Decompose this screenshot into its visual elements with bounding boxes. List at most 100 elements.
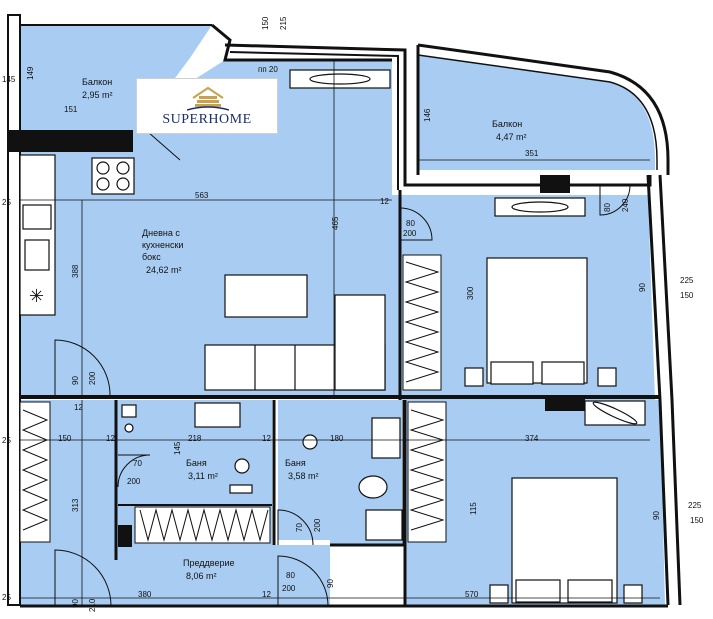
column-left-top (8, 130, 133, 152)
dishwasher (22, 204, 52, 230)
bed-1-side-l (464, 367, 484, 387)
living-name-1: Дневна с (142, 228, 180, 238)
dim-200e: 200 (282, 584, 296, 593)
dim-25b: 25 (2, 436, 11, 445)
hob-ring-4 (116, 177, 130, 191)
dim-374: 374 (525, 434, 539, 443)
window-top-sash (309, 73, 371, 85)
bath1-valve (121, 404, 137, 418)
dim-90d: 90 (71, 599, 80, 608)
dim-240: 240 (621, 198, 630, 212)
dim-12b: 12 (74, 403, 83, 412)
hob-ring-3 (96, 177, 110, 191)
bath1-sink (194, 402, 241, 428)
dim-115: 115 (469, 502, 478, 515)
dim-380: 380 (138, 590, 152, 599)
dim-313: 313 (71, 498, 80, 512)
dim-215-top: 215 (279, 16, 288, 30)
dim-80c: 80 (603, 203, 612, 212)
hob-ring-2 (116, 161, 130, 175)
superhome-logo: SUPERHOME (136, 78, 278, 134)
bed-1-pillow-l (490, 361, 534, 385)
dim-12e: 12 (262, 590, 271, 599)
dim-563: 563 (195, 191, 209, 200)
living-furniture (204, 274, 386, 391)
doors (54, 104, 631, 607)
balcony-right-rail-inner (417, 54, 658, 170)
hall-fill (20, 400, 330, 605)
balcony-right-rail (417, 43, 670, 175)
dim-351: 351 (525, 149, 539, 158)
hob-ring-1 (96, 161, 110, 175)
bath2-shower (302, 434, 318, 450)
door-balcony-right (599, 184, 631, 216)
column-top-right (540, 175, 570, 193)
living-name-2: кухненски (142, 240, 183, 250)
dim-149: 149 (26, 66, 35, 80)
dim-300: 300 (466, 286, 475, 300)
dim-pp20: пп 20 (258, 65, 278, 74)
dim-12c: 12 (106, 434, 115, 443)
top-outer-wall (224, 43, 652, 187)
bath2-name: Баня (285, 458, 306, 468)
bath2-sink (371, 417, 401, 459)
dim-146: 146 (423, 108, 432, 122)
dim-465: 465 (331, 216, 340, 230)
bed-2-pillow-l (515, 579, 561, 603)
column-mid-right (545, 395, 585, 411)
sink (24, 239, 50, 271)
dim-90e: 90 (652, 511, 661, 520)
bed-1-pillow-r (541, 361, 585, 385)
bath1-valve-knob (124, 423, 134, 433)
dining-table (224, 274, 308, 318)
bath2-tub (365, 509, 403, 541)
balcony-right-fill (418, 55, 655, 170)
dim-570: 570 (465, 590, 479, 599)
bath1-toilet-cistern (229, 484, 253, 494)
dim-388: 388 (71, 264, 80, 278)
dimension-numbers: 150 215 149 151 145 пп 20 146 351 563 12… (2, 16, 704, 612)
windows (289, 69, 646, 426)
dim-225a: 225 (680, 276, 694, 285)
wardrobe-hall-left-hatch (21, 409, 49, 531)
bath1-shower (234, 458, 250, 474)
dim-200a: 200 (403, 229, 417, 238)
dim-150b: 150 (58, 434, 72, 443)
balcony-left-name: Балкон (82, 77, 112, 87)
dim-225b: 225 (688, 501, 702, 510)
dim-25c: 25 (2, 593, 11, 602)
dimension-lines (20, 60, 660, 605)
dim-90a: 90 (71, 376, 80, 385)
wardrobe-bedroom1-hatch (404, 261, 440, 383)
balcony-right-area: 4,47 m² (496, 132, 527, 142)
dim-70a: 70 (133, 459, 142, 468)
dim-200b: 200 (88, 371, 97, 385)
door-hall-living (54, 339, 111, 396)
dim-80a: 80 (406, 219, 415, 228)
balcony-right-name: Балкон (492, 119, 522, 129)
sofa-side (334, 294, 386, 391)
dim-151: 151 (64, 105, 78, 114)
left-outer-wall (7, 14, 21, 606)
logo-text: SUPERHOME (162, 112, 252, 127)
door-bedroom1 (399, 207, 433, 241)
window-right-sash (592, 401, 638, 425)
dim-200d: 200 (313, 518, 322, 532)
window-bedroom1-sash (511, 201, 569, 213)
dim-145-left: 145 (2, 75, 16, 84)
door-entry (54, 549, 112, 607)
hall-area: 8,06 m² (186, 571, 217, 581)
stacked-house-icon (187, 86, 229, 111)
room-fills (20, 25, 665, 605)
bed-1-side-r (597, 367, 617, 387)
door-hall-bottom (277, 555, 329, 607)
right-outer-wall-2 (658, 174, 682, 606)
dim-80b: 80 (286, 571, 295, 580)
balcony-left-fill (20, 25, 212, 125)
hall-name: Преддверие (183, 558, 235, 568)
bath-fixtures (121, 402, 403, 541)
right-outer-wall (646, 174, 670, 606)
dim-12d: 12 (262, 434, 271, 443)
door-bath1 (117, 454, 151, 488)
